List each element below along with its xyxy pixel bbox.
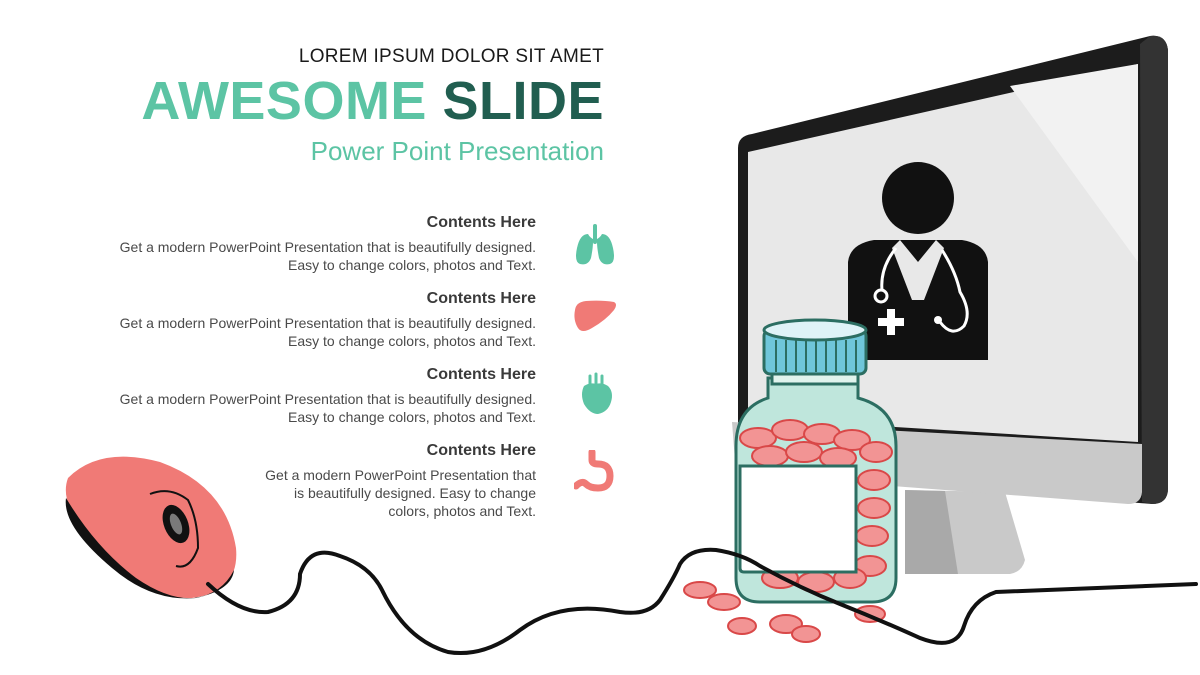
content-item: Contents Here Get a modern PowerPoint Pr…	[120, 288, 536, 350]
headline: AWESOME SLIDE	[141, 70, 604, 132]
mouse	[65, 456, 237, 599]
spilled-pills	[683, 581, 886, 643]
content-item-title: Contents Here	[426, 290, 536, 307]
title-block: LOREM IPSUM DOLOR SIT AMET AWESOME SLIDE…	[141, 44, 604, 168]
heart-icon	[582, 372, 612, 414]
headline-word-2: SLIDE	[442, 71, 604, 131]
liver-icon	[574, 300, 616, 331]
lungs-icon	[576, 224, 614, 265]
stomach-icon	[574, 450, 614, 492]
doctor-icon	[848, 162, 988, 360]
subtitle: Power Point Presentation	[310, 136, 604, 166]
mouse-cable	[206, 547, 1198, 655]
kicker-text: LOREM IPSUM DOLOR SIT AMET	[298, 46, 604, 67]
content-item-body: Get a modern PowerPoint Presentation tha…	[119, 239, 536, 273]
content-item-title: Contents Here	[426, 442, 536, 459]
content-item-title: Contents Here	[426, 366, 536, 383]
content-item: Contents Here Get a modern PowerPoint Pr…	[256, 440, 536, 520]
content-item: Contents Here Get a modern PowerPoint Pr…	[120, 364, 536, 426]
pill-bottle	[734, 318, 898, 604]
content-item-title: Contents Here	[426, 214, 536, 231]
headline-word-1: AWESOME	[141, 71, 427, 131]
content-item-body: Get a modern PowerPoint Presentation tha…	[265, 467, 536, 519]
content-item-body: Get a modern PowerPoint Presentation tha…	[119, 391, 536, 425]
content-item: Contents Here Get a modern PowerPoint Pr…	[120, 212, 536, 274]
content-item-body: Get a modern PowerPoint Presentation tha…	[119, 315, 536, 349]
monitor-stand	[905, 490, 1025, 574]
